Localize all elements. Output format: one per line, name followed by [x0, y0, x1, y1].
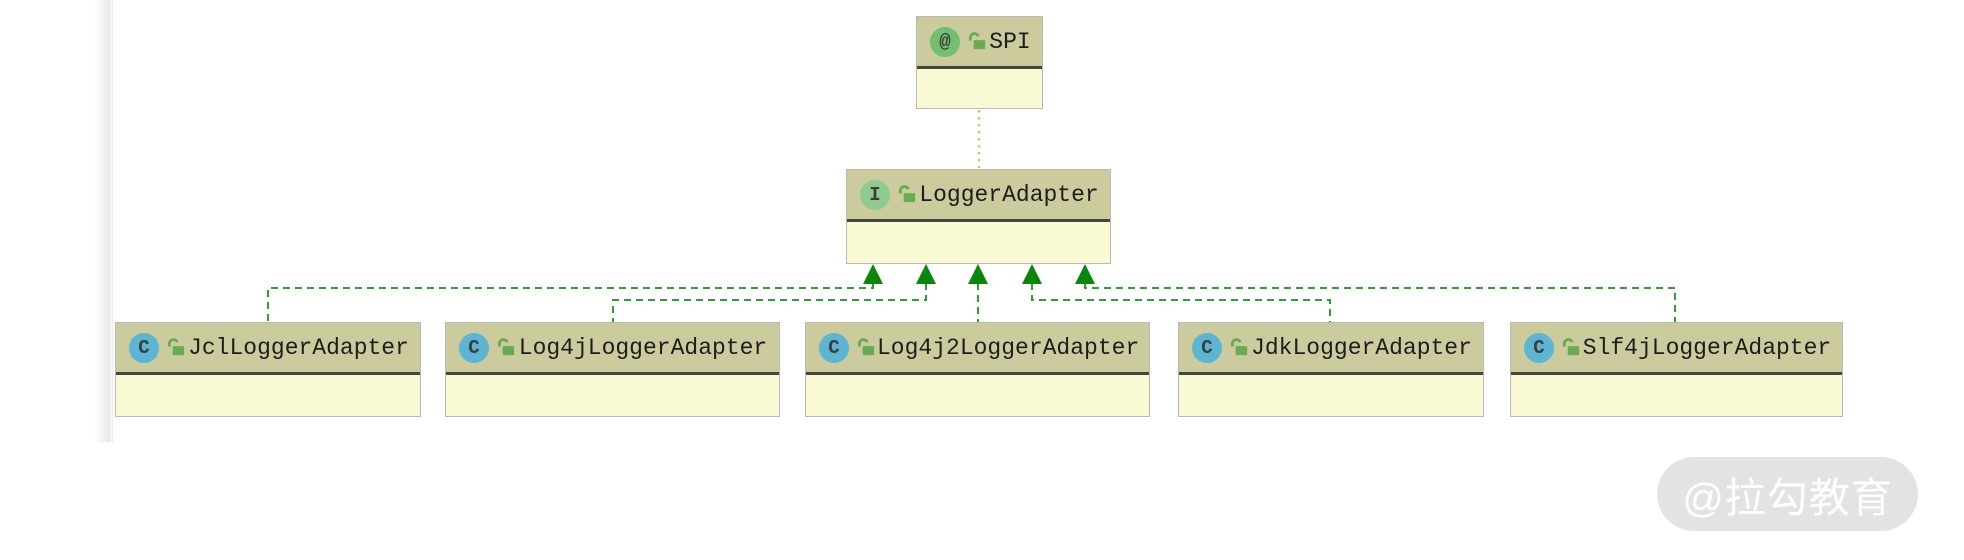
- unlocked-icon: [497, 338, 515, 356]
- class-icon: C: [459, 332, 489, 363]
- node-label: JdkLoggerAdapter: [1251, 334, 1472, 361]
- node-jdkloggeradapter[interactable]: C JdkLoggerAdapter: [1178, 322, 1484, 417]
- node-body: [917, 69, 1042, 108]
- node-body: [1511, 375, 1842, 416]
- node-body: [446, 375, 779, 416]
- node-spi-header: @ SPI: [917, 17, 1042, 66]
- node-label: LoggerAdapter: [919, 181, 1099, 208]
- class-icon: C: [819, 332, 849, 363]
- node-separator: [1511, 372, 1842, 375]
- watermark-badge: @拉勾教育: [1657, 457, 1918, 531]
- node-label: Slf4jLoggerAdapter: [1582, 334, 1832, 361]
- node-body: [1179, 375, 1483, 416]
- node-separator: [446, 372, 779, 375]
- node-separator: [1179, 372, 1483, 375]
- node-separator: [116, 372, 420, 375]
- arrowhead-icon: [863, 264, 883, 284]
- node-body: [806, 375, 1149, 416]
- node-label: SPI: [989, 28, 1031, 55]
- edge-log4j-to-loggeradapter: [612, 283, 927, 322]
- node-jdkloggeradapter-header: C JdkLoggerAdapter: [1179, 323, 1483, 372]
- node-body: [116, 375, 420, 416]
- edge-jcl-to-loggeradapter: [267, 283, 874, 322]
- node-slf4jloggeradapter-header: C Slf4jLoggerAdapter: [1511, 323, 1842, 372]
- node-log4jloggeradapter-header: C Log4jLoggerAdapter: [446, 323, 779, 372]
- arrowhead-icon: [968, 264, 988, 284]
- node-loggeradapter[interactable]: I LoggerAdapter: [846, 169, 1111, 264]
- node-label: JclLoggerAdapter: [188, 334, 409, 361]
- node-slf4jloggeradapter[interactable]: C Slf4jLoggerAdapter: [1510, 322, 1843, 417]
- unlocked-icon: [968, 32, 986, 50]
- arrowhead-icon: [916, 264, 936, 284]
- node-log4j2loggeradapter[interactable]: C Log4j2LoggerAdapter: [805, 322, 1150, 417]
- unlocked-icon: [1230, 338, 1248, 356]
- unlocked-icon: [1562, 338, 1580, 356]
- arrowhead-icon: [1075, 264, 1095, 284]
- node-jclloggeradapter[interactable]: C JclLoggerAdapter: [115, 322, 421, 417]
- node-separator: [847, 219, 1110, 222]
- unlocked-icon: [857, 338, 875, 356]
- node-loggeradapter-header: I LoggerAdapter: [847, 170, 1110, 219]
- edge-jdk-to-loggeradapter: [1031, 283, 1331, 322]
- class-icon: C: [129, 332, 159, 363]
- node-spi[interactable]: @ SPI: [916, 16, 1043, 109]
- node-label: Log4j2LoggerAdapter: [877, 334, 1140, 361]
- arrowhead-icon: [1022, 264, 1042, 284]
- node-separator: [806, 372, 1149, 375]
- class-icon: C: [1192, 332, 1222, 363]
- edge-slf4j-to-loggeradapter: [1084, 283, 1676, 322]
- node-log4j2loggeradapter-header: C Log4j2LoggerAdapter: [806, 323, 1149, 372]
- node-separator: [917, 66, 1042, 69]
- watermark-text: @拉勾教育: [1682, 475, 1893, 521]
- node-body: [847, 222, 1110, 263]
- node-label: Log4jLoggerAdapter: [518, 334, 768, 361]
- panel-edge-shadow: [94, 0, 113, 442]
- node-log4jloggeradapter[interactable]: C Log4jLoggerAdapter: [445, 322, 780, 417]
- class-icon: C: [1524, 332, 1554, 363]
- node-jclloggeradapter-header: C JclLoggerAdapter: [116, 323, 420, 372]
- interface-icon: I: [860, 179, 890, 210]
- unlocked-icon: [167, 338, 185, 356]
- annotation-icon: @: [930, 26, 960, 57]
- unlocked-icon: [898, 185, 916, 203]
